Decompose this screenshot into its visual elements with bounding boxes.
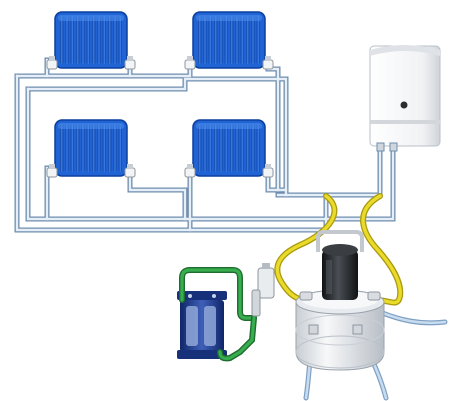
wall-boiler-icon — [369, 45, 441, 152]
radiator-valve-icon — [184, 164, 196, 178]
radiator-top-left — [46, 11, 136, 70]
radiator-lockshield-icon — [124, 164, 136, 178]
radiator-icon — [46, 11, 136, 70]
radiator-bottom-left — [46, 119, 136, 178]
radiator-valve-icon — [46, 164, 58, 178]
radiator-valve-icon — [184, 56, 196, 70]
radiator-lockshield-icon — [262, 56, 274, 70]
radiator-valve-icon — [46, 56, 58, 70]
radiator-icon — [46, 119, 136, 178]
radiator-lockshield-icon — [124, 56, 136, 70]
radiator-lockshield-icon — [262, 164, 274, 178]
radiator-icon — [184, 11, 274, 70]
flushing-pump-icon — [251, 230, 385, 371]
radiator-top-right — [184, 11, 274, 70]
radiator-icon — [184, 119, 274, 178]
radiator-bottom-right — [184, 119, 274, 178]
filter-canister-icon — [177, 291, 227, 359]
radiators — [46, 11, 274, 178]
boiler-indicator-icon — [400, 101, 408, 109]
